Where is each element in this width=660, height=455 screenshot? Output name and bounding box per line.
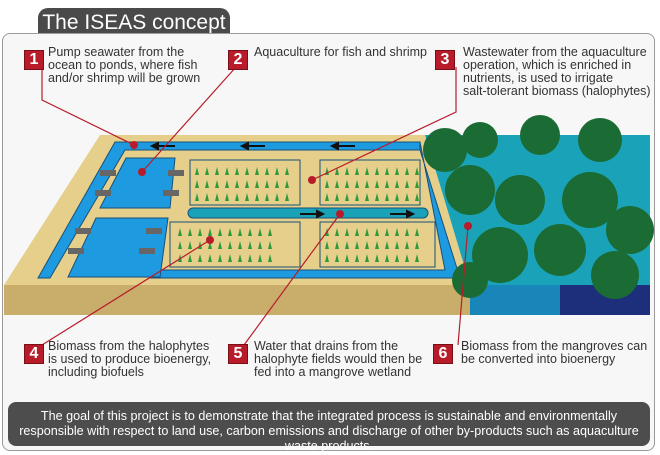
halophyte-field-3	[169, 221, 301, 268]
mangrove-trees	[423, 115, 654, 299]
callout-dots	[130, 141, 472, 244]
callout-number-badge: 4	[24, 344, 44, 364]
callout-number-badge: 2	[228, 50, 248, 70]
callout-text: Biomass from the halophytes is used to p…	[48, 339, 212, 379]
callout-leader-lines	[41, 66, 469, 346]
callout-number-badge: 1	[24, 50, 44, 70]
sluice-gates	[68, 170, 184, 254]
callout-number-badge: 6	[433, 344, 453, 364]
halophyte-field-2	[319, 159, 421, 206]
callout-text: Pump seawater from the ocean to ponds, w…	[48, 45, 201, 85]
callout-number-badge: 5	[228, 344, 248, 364]
callout-text: Biomass from the mangroves can be conver…	[461, 339, 648, 366]
aquaculture-pond-2	[67, 217, 169, 278]
wetland-side	[470, 285, 560, 315]
callout-text: Aquaculture for fish and shrimp	[254, 45, 428, 59]
goal-summary-panel: The goal of this project is to demonstra…	[8, 402, 650, 453]
halophyte-field-1	[189, 159, 301, 206]
flow-arrows	[149, 141, 416, 219]
callout-text: Wastewater from the aquaculture operatio…	[463, 45, 651, 98]
callout-text: Water that drains from the halophyte fie…	[254, 339, 423, 379]
callout-number-badge: 3	[435, 50, 455, 70]
land-platform-side	[4, 285, 470, 315]
